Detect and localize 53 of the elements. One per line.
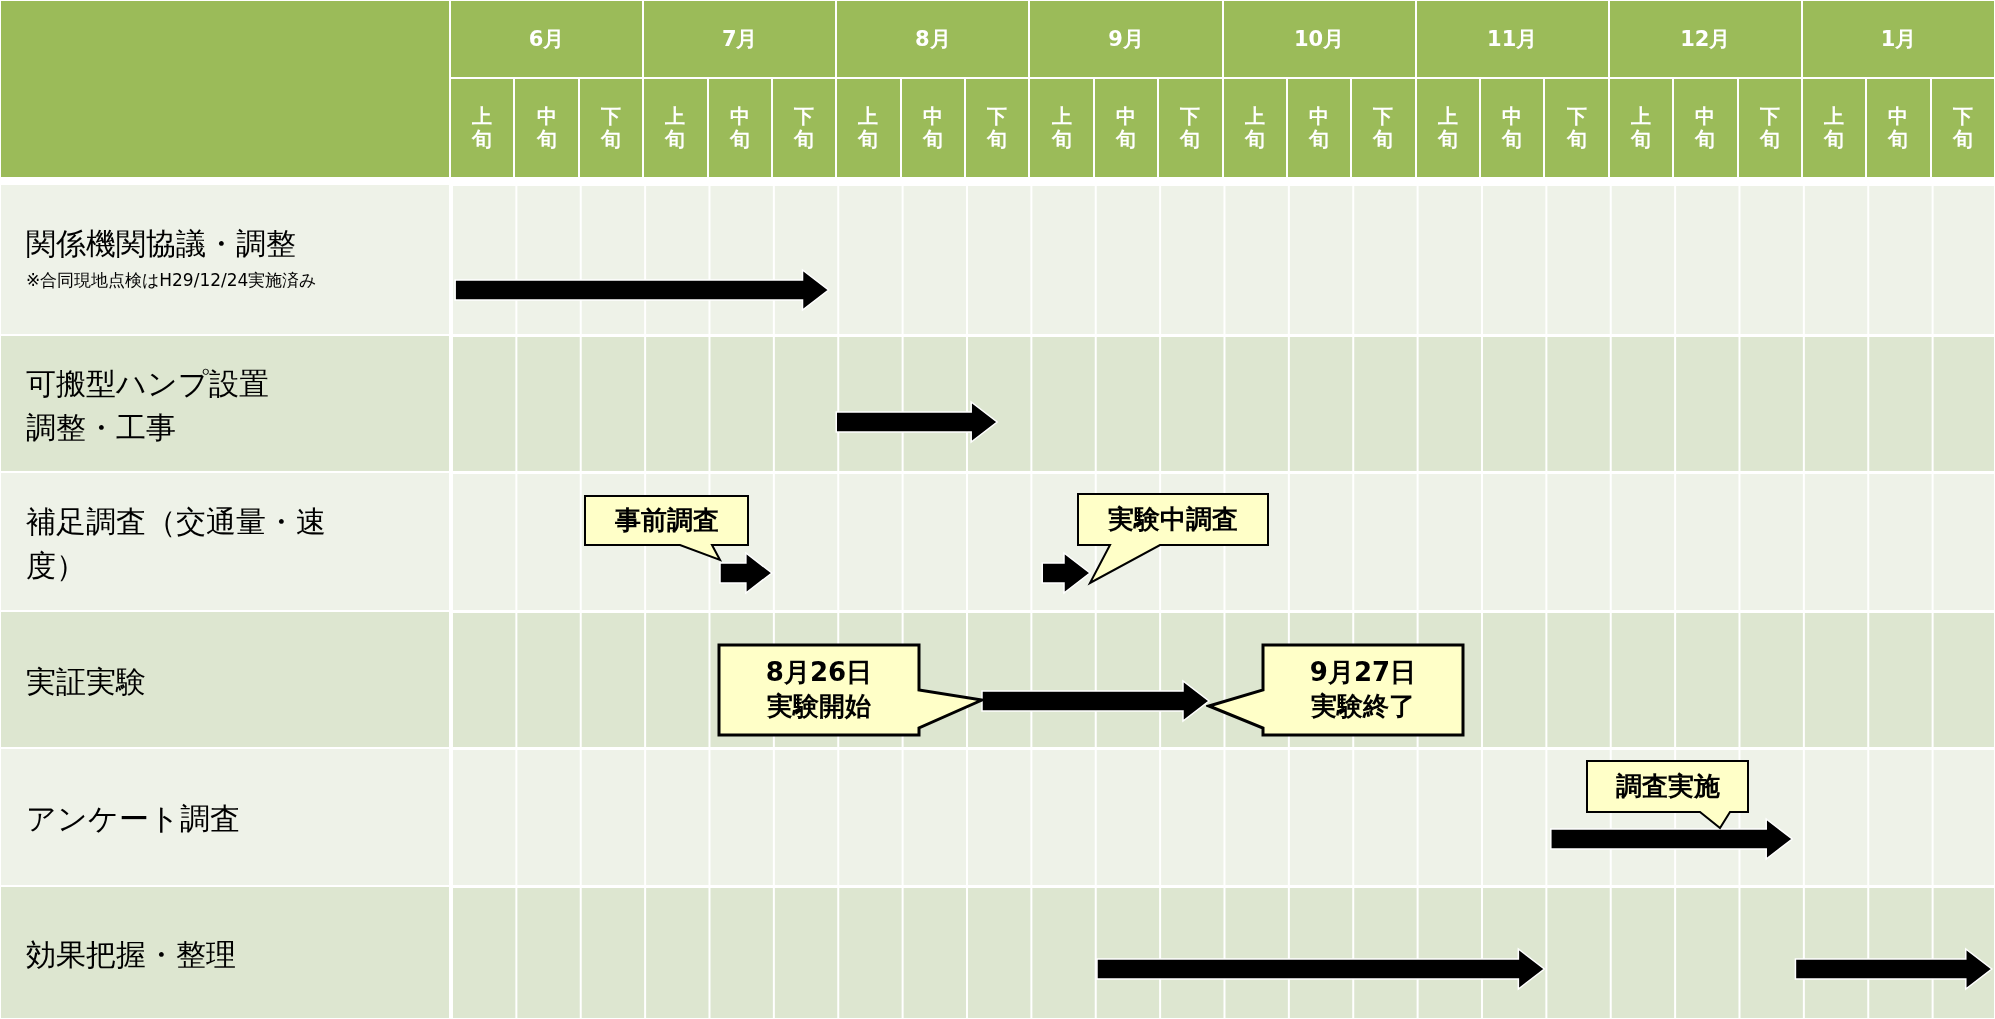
dekad-label: 中旬 (1887, 105, 1909, 151)
month-label: 8月 (915, 26, 951, 53)
dekad-label: 下旬 (600, 105, 622, 151)
month-label: 1月 (1880, 26, 1917, 53)
task-label: 補足調査（交通量・速度） (26, 503, 327, 585)
dekad-label: 中旬 (1501, 105, 1523, 151)
task-label: アンケート調査 (26, 800, 240, 838)
callout-bubble (582, 493, 751, 563)
dekad-label: 中旬 (729, 105, 751, 151)
arrow (1041, 551, 1092, 595)
dekad-label: 中旬 (1694, 105, 1716, 151)
dekad-label: 上旬 (1630, 105, 1652, 151)
dekad-label: 中旬 (1115, 105, 1137, 151)
dekad-label: 上旬 (664, 105, 686, 151)
callout-text: 調査実施 (1615, 769, 1720, 803)
dekad-label: 下旬 (1372, 105, 1394, 151)
callout-text: 事前調査 (614, 503, 719, 537)
callout-text: 9月27日実験終了 (1308, 656, 1418, 723)
callout-bubble (1584, 758, 1751, 831)
arrow (981, 679, 1211, 723)
callout-bubble (1206, 642, 1466, 738)
callout-text: 8月26日実験開始 (764, 656, 874, 723)
dekad-label: 中旬 (1308, 105, 1330, 151)
dekad-label: 上旬 (1051, 105, 1073, 151)
dekad-label: 上旬 (857, 105, 879, 151)
month-label: 7月 (721, 26, 758, 53)
task-label: 関係機関協議・調整 (26, 225, 296, 263)
dekad-label: 下旬 (793, 105, 815, 151)
dekad-label: 下旬 (1566, 105, 1588, 151)
dekad-label: 下旬 (1952, 105, 1974, 151)
dekad-label: 下旬 (1179, 105, 1201, 151)
callout-bubble (716, 642, 985, 738)
callout-bubble (1075, 491, 1271, 586)
dekad-label: 下旬 (1759, 105, 1781, 151)
dekad-label: 上旬 (1823, 105, 1845, 151)
task-label: 実証実験 (26, 663, 146, 701)
arrow (1550, 817, 1794, 861)
task-label: 効果把握・整理 (26, 936, 236, 974)
callout-text: 実験中調査 (1108, 502, 1238, 536)
arrow (719, 551, 774, 595)
month-label: 11月 (1487, 26, 1538, 53)
dekad-label: 下旬 (986, 105, 1008, 151)
dekad-label: 上旬 (1244, 105, 1266, 151)
month-label: 12月 (1680, 26, 1731, 53)
note-text: ※合同現地点検はH29/12/24実施済み (26, 269, 317, 292)
dekad-label: 上旬 (1437, 105, 1459, 151)
month-label: 6月 (528, 26, 565, 53)
dekad-label: 中旬 (922, 105, 944, 151)
month-label: 10月 (1293, 26, 1345, 53)
dekad-label: 中旬 (536, 105, 558, 151)
month-label: 9月 (1108, 26, 1144, 53)
dekad-label: 上旬 (471, 105, 493, 151)
task-label: 可搬型ハンプ設置調整・工事 (26, 365, 270, 447)
